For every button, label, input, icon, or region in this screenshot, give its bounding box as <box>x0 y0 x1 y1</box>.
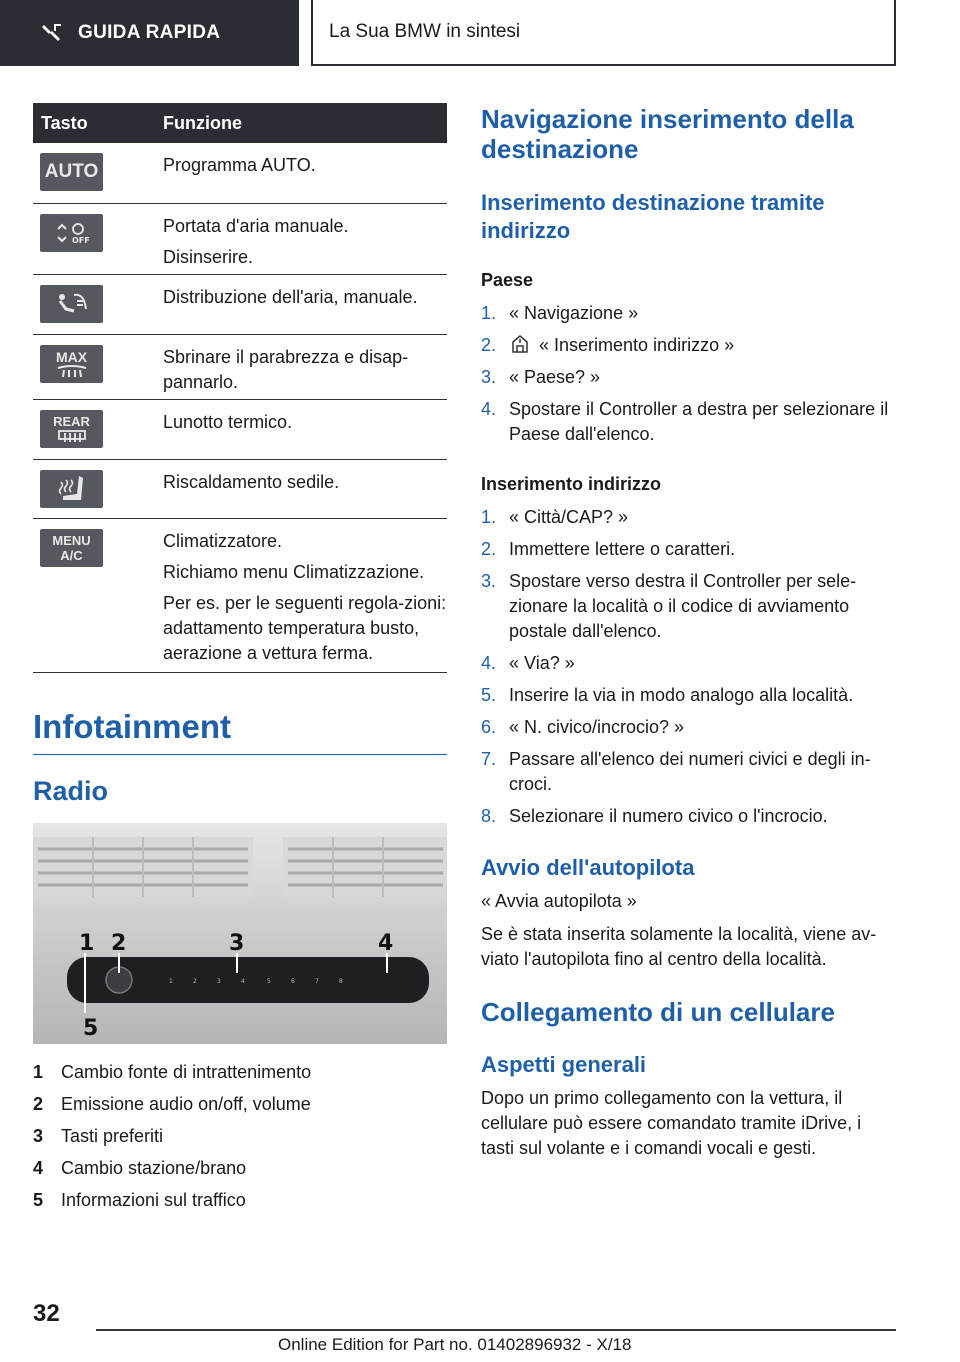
list-item: 3.« Paese? » <box>481 367 601 387</box>
chapter-title: La Sua BMW in sintesi <box>329 21 521 42</box>
list-item: 8.Selezionare il numero civico o l'incro… <box>481 806 828 826</box>
autopilot-command: « Avvia autopilota » <box>481 891 637 911</box>
svg-text:3: 3 <box>217 978 221 985</box>
table-row: REAR Lunotto termico. <box>33 400 447 460</box>
callout-3: 3 <box>229 931 244 956</box>
table-header: Tasto Funzione <box>33 103 447 143</box>
radio-heading: Radio <box>33 776 109 806</box>
svg-text:1: 1 <box>169 978 173 985</box>
svg-text:6: 6 <box>291 978 295 985</box>
max-defrost-key-icon: MAX <box>40 345 103 383</box>
list-item: 1.« Città/CAP? » <box>481 507 629 527</box>
phone-subheading: Aspetti generali <box>481 1052 647 1077</box>
fan-off-key-icon: OFF <box>40 214 103 252</box>
autopilot-text: Se è stata inserita solamente la localit… <box>481 924 877 969</box>
table-row: AUTO Programma AUTO. <box>33 143 447 204</box>
table-row: Riscaldamento sedile. <box>33 460 447 519</box>
air-distribution-key-icon <box>40 285 103 323</box>
svg-text:5: 5 <box>267 978 271 985</box>
row-text: Per es. per le seguenti regola-zioni: ad… <box>163 593 447 663</box>
page-number: 32 <box>33 1300 60 1327</box>
row-text: Sbrinare il parabrezza e disap-pannarlo. <box>163 347 409 392</box>
country-label: Paese <box>481 270 534 290</box>
list-item: 2.Immettere lettere o caratteri. <box>481 539 736 559</box>
list-item: 4.« Via? » <box>481 653 575 673</box>
svg-text:2: 2 <box>193 978 197 985</box>
header-funzione: Funzione <box>163 112 242 133</box>
seat-heating-key-icon <box>40 470 103 508</box>
callout-4: 4 <box>378 931 393 956</box>
row-text: Portata d'aria manuale. <box>163 216 349 236</box>
list-item: 6.« N. civico/incrocio? » <box>481 717 685 737</box>
callout-1: 1 <box>79 931 94 956</box>
row-text: Disinserire. <box>163 247 254 267</box>
list-item: 4.Spostare il Controller a destra per se… <box>481 399 889 444</box>
table-row: Distribuzione dell'aria, manuale. <box>33 275 447 335</box>
phone-heading: Collegamento di un cellulare <box>481 997 835 1027</box>
address-input-icon <box>512 335 528 353</box>
list-item: 7.Passare all'elenco dei numeri civici e… <box>481 749 871 794</box>
table-row: OFF Portata d'aria manuale. Disinserire. <box>33 204 447 275</box>
row-text: Climatizzatore. <box>163 531 283 551</box>
auto-key-icon: AUTO <box>40 153 103 191</box>
svg-text:OFF: OFF <box>72 236 90 245</box>
row-text: Lunotto termico. <box>163 412 293 432</box>
row-text: Riscaldamento sedile. <box>163 472 340 492</box>
address-label: Inserimento indirizzo <box>481 474 662 494</box>
edition-text: Online Edition for Part no. 01402896932 … <box>278 1335 632 1354</box>
list-item: 3.Spostare verso destra il Controller pe… <box>481 571 857 641</box>
table-row: MAX Sbrinare il parabrezza e disap-panna… <box>33 335 447 400</box>
svg-text:8: 8 <box>339 978 343 985</box>
row-text: Distribuzione dell'aria, manuale. <box>163 287 418 307</box>
rear-defrost-key-icon: REAR <box>40 410 103 448</box>
footer-divider <box>96 1329 896 1331</box>
row-text: Richiamo menu Climatizzazione. <box>163 562 425 582</box>
address-steps: 1.« Città/CAP? » 2.Immettere lettere o c… <box>481 505 896 836</box>
country-steps: 1.« Navigazione » 2. « Inserimento indir… <box>481 301 896 454</box>
function-table: Tasto Funzione AUTO Programma AUTO. OFF … <box>33 103 447 673</box>
autopilot-heading: Avvio dell'autopilota <box>481 855 695 880</box>
section-title: GUIDA RAPIDA <box>78 22 221 43</box>
phone-text: Dopo un primo collegamento con la vettur… <box>481 1088 862 1158</box>
table-row: MENU A/C Climatizzatore. Richiamo menu C… <box>33 519 447 673</box>
wrench-icon <box>42 24 61 41</box>
row-text: Programma AUTO. <box>163 155 316 175</box>
svg-text:4: 4 <box>241 978 245 985</box>
navigation-heading: Navigazione inserimento della destinazio… <box>481 104 854 164</box>
list-item: 5.Inserire la via in modo analogo alla l… <box>481 685 854 705</box>
header-tasto: Tasto <box>41 112 88 133</box>
section-tab: GUIDA RAPIDA <box>0 0 299 66</box>
callout-5: 5 <box>83 1016 98 1041</box>
address-input-heading: Inserimento destinazione tramite indiriz… <box>481 190 825 243</box>
callout-2: 2 <box>111 931 126 956</box>
list-item: 2. « Inserimento indirizzo » <box>481 335 735 355</box>
list-item: 1.« Navigazione » <box>481 303 639 323</box>
infotainment-heading: Infotainment <box>33 708 447 755</box>
chapter-tab: La Sua BMW in sintesi <box>311 0 896 66</box>
menu-ac-key-icon: MENU A/C <box>40 529 103 567</box>
svg-text:7: 7 <box>315 978 319 985</box>
